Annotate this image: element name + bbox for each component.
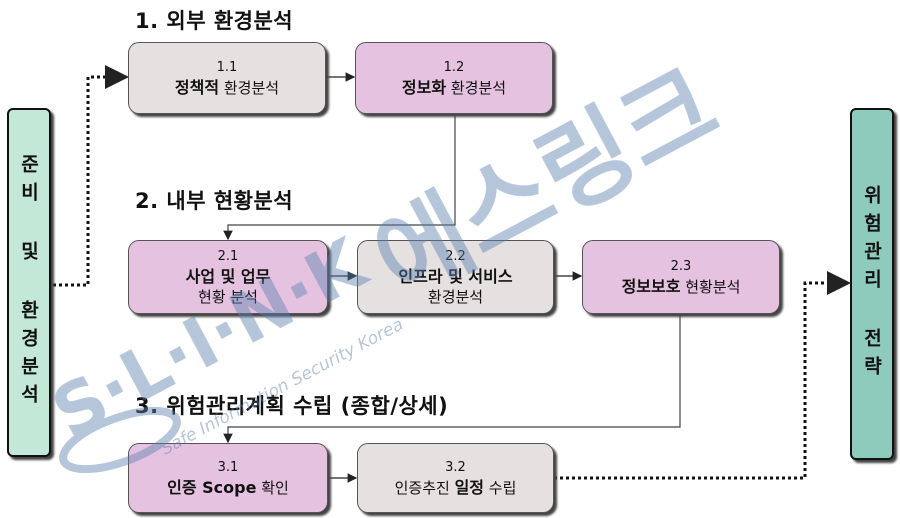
risk-strategy-panel: 위험관리 전략 <box>850 108 894 460</box>
step-title: 정보보호 <box>621 277 681 296</box>
step-number: 3.1 <box>217 460 239 475</box>
step-title: 인증 Scope <box>167 478 257 497</box>
step-3-2: 3.2 인증추진 일정 수립 <box>357 443 554 513</box>
prep-analysis-label: 준비 및 환경분석 <box>17 153 40 412</box>
step-1-2: 1.2 정보화 환경분석 <box>355 42 553 114</box>
risk-strategy-label: 위험관리 전략 <box>860 184 883 384</box>
step-1-1: 1.1 정책적 환경분석 <box>128 42 326 114</box>
step-number: 1.1 <box>216 60 238 75</box>
step-number: 2.2 <box>445 249 466 264</box>
step-title: 인프라 및 서비스 <box>398 267 513 286</box>
step-2-2: 2.2 인프라 및 서비스 환경분석 <box>357 240 554 314</box>
dotted-arrow-prep-to-1.1 <box>53 65 129 287</box>
step-2-3: 2.3 정보보호 현황분석 <box>582 240 780 314</box>
step-number: 3.2 <box>445 460 466 475</box>
arrow-1.2-to-2.1 <box>223 114 456 241</box>
step-subtitle: 현황 분석 <box>198 288 258 306</box>
section-title-plan: 3. 위험관리계획 수립 (종합/상세) <box>135 394 449 418</box>
step-subtitle: 환경분석 <box>427 288 484 306</box>
step-prefix: 인증추진 <box>394 479 455 497</box>
step-2-1: 2.1 사업 및 업무 현황 분석 <box>128 240 328 314</box>
step-title: 사업 및 업무 <box>185 267 271 286</box>
step-subtitle: 환경분석 <box>446 79 507 97</box>
section-title-external: 1. 외부 환경분석 <box>135 9 294 33</box>
section-title-internal: 2. 내부 현황분석 <box>135 189 294 213</box>
dotted-arrow-3.2-to-strategy <box>554 271 851 480</box>
prep-analysis-panel: 준비 및 환경분석 <box>7 108 51 457</box>
step-title: 정책적 <box>174 78 220 97</box>
step-subtitle: 환경분석 <box>219 79 280 97</box>
step-title: 정보화 <box>401 78 447 97</box>
step-subtitle: 현황분석 <box>680 278 741 296</box>
step-title: 일정 <box>454 478 485 497</box>
step-3-1: 3.1 인증 Scope 확인 <box>128 443 328 513</box>
step-subtitle: 수립 <box>484 479 517 497</box>
step-number: 2.1 <box>217 249 239 264</box>
step-subtitle: 확인 <box>256 479 289 497</box>
step-number: 1.2 <box>443 60 465 75</box>
step-number: 2.3 <box>670 259 692 274</box>
arrow-2.3-to-3.1 <box>223 313 681 444</box>
